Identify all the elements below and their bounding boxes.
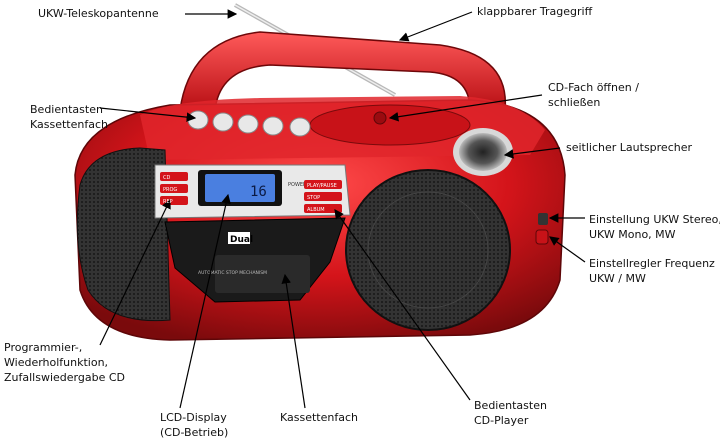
label-cd-lid: CD-Fach öffnen / schließen: [548, 81, 639, 109]
deck-text: AUTOMATIC STOP MECHANISM: [198, 270, 267, 276]
left-speaker: [76, 147, 171, 322]
brand-text: Dual: [230, 235, 253, 245]
panel-button-label: ALBUM: [307, 207, 325, 213]
stop-button[interactable]: [304, 192, 342, 201]
label-lcd: LCD-Display (CD-Betrieb): [160, 411, 229, 439]
band-switch[interactable]: [538, 213, 548, 225]
side-speaker: [453, 128, 513, 176]
cassette-deck[interactable]: Dual AUTOMATIC STOP MECHANISM: [164, 217, 346, 303]
cassette-button[interactable]: [237, 114, 259, 134]
label-band-switch: Einstellung UKW Stereo, UKW Mono, MW: [589, 213, 720, 241]
prog-button[interactable]: [160, 184, 188, 193]
right-speaker: [345, 169, 511, 331]
album-button[interactable]: [304, 204, 342, 213]
panel-button-label: CD: [163, 175, 170, 181]
callout-arrows: [99, 9, 586, 409]
tuning-knob[interactable]: [535, 229, 549, 245]
label-cassette-buttons: Bedientasten Kassettenfach: [30, 103, 108, 131]
cassette-button[interactable]: [212, 112, 234, 132]
cassette-button-group: [187, 110, 311, 137]
panel-button-label: PLAY/PAUSE: [307, 183, 337, 189]
cassette-button[interactable]: [289, 117, 311, 137]
label-cd-buttons: Bedientasten CD-Player: [474, 399, 547, 427]
cassette-button[interactable]: [262, 116, 284, 136]
panel-button-label: REP: [163, 199, 173, 205]
power-label: POWER: [288, 182, 307, 188]
panel-button-label: PROG: [163, 187, 177, 193]
cd-mode-button[interactable]: [160, 172, 188, 181]
label-antenna: UKW-Teleskopantenne: [38, 7, 159, 20]
lcd-value: 16: [250, 184, 267, 200]
side-controls: [535, 213, 549, 245]
label-cassette-deck: Kassettenfach: [280, 411, 358, 424]
panel-button-label: STOP: [307, 195, 320, 201]
label-tuning-knob: Einstellregler Frequenz UKW / MW: [589, 257, 715, 285]
label-handle: klappbarer Tragegriff: [477, 5, 593, 18]
cd-lid-button[interactable]: [373, 111, 387, 125]
label-side-speaker: seitlicher Lautsprecher: [566, 141, 693, 154]
cassette-button[interactable]: [187, 110, 209, 130]
play-pause-button[interactable]: [304, 180, 342, 189]
label-program: Programmier-, Wiederholfunktion, Zufalls…: [4, 341, 125, 384]
brand-logo: [228, 232, 250, 244]
